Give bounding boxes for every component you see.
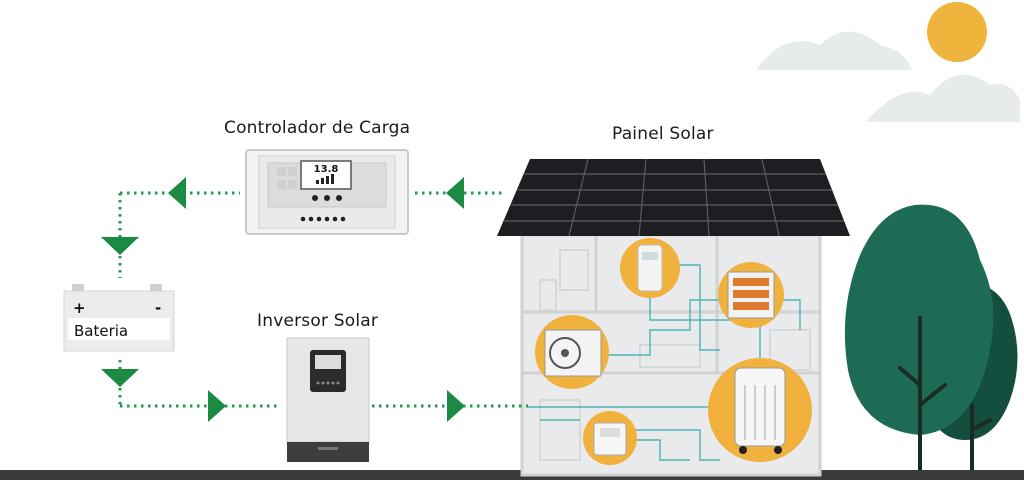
ground-line xyxy=(0,470,1024,480)
thermostat-icon xyxy=(583,411,637,465)
charge-controller-label: Controlador de Carga xyxy=(224,118,411,138)
sun-icon xyxy=(927,2,987,62)
house-wiring xyxy=(528,264,801,461)
air-conditioner-icon xyxy=(535,315,609,389)
solar-panel-icon xyxy=(497,158,850,237)
flow-arrows xyxy=(101,177,465,422)
oil-heater-icon xyxy=(708,358,812,462)
space-heater-icon xyxy=(718,262,784,328)
inverter-label: Inversor Solar xyxy=(257,311,379,331)
remote-control-icon xyxy=(620,238,680,298)
controller-voltage-readout: 13.8 xyxy=(314,164,339,175)
battery-label: Bateria xyxy=(74,322,128,340)
inverter-icon xyxy=(286,337,370,462)
charge-controller-icon: 13.8 xyxy=(245,149,409,235)
tree-icon xyxy=(844,204,1018,474)
battery-negative: - xyxy=(155,299,161,317)
battery-icon: + - Bateria xyxy=(63,284,175,352)
battery-positive: + xyxy=(73,299,86,317)
cloud-icon xyxy=(756,31,1020,122)
solar-panel-label: Painel Solar xyxy=(612,124,714,144)
